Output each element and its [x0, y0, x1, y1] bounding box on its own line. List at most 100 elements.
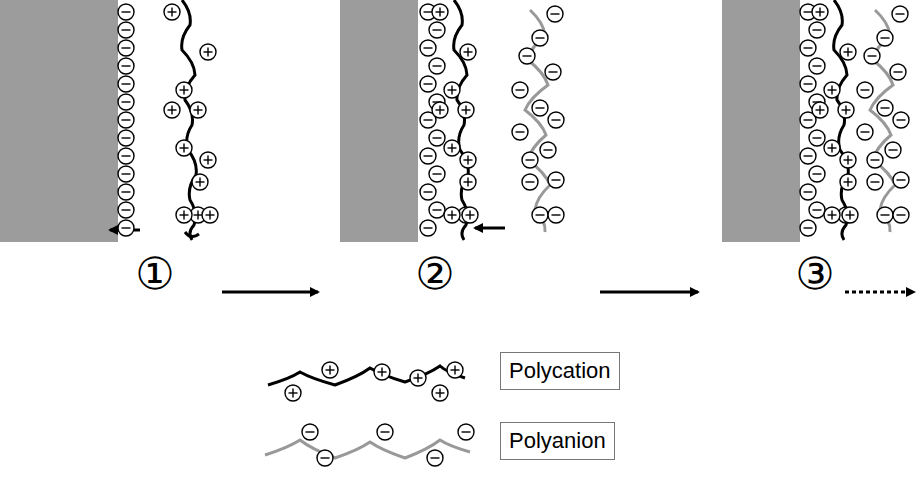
charge-sign — [306, 431, 315, 432]
legend-label: Polycation — [500, 352, 620, 390]
minus-charge — [118, 4, 134, 20]
charge-sign — [183, 86, 184, 95]
plus-charge — [190, 102, 206, 118]
charge-sign — [424, 155, 433, 156]
minus-charge — [458, 424, 474, 440]
charge-sign — [122, 191, 131, 192]
charge-sign — [439, 389, 440, 398]
charge-sign — [516, 131, 525, 132]
minus-charge — [429, 130, 445, 146]
minus-charge — [420, 220, 436, 236]
charge-sign — [861, 89, 870, 90]
plus-charge — [410, 370, 426, 386]
charge-sign — [819, 8, 820, 17]
minus-charge — [118, 130, 134, 146]
charge-sign — [804, 191, 813, 192]
polymer-chain — [454, 0, 469, 240]
charge-sign — [813, 65, 822, 66]
plus-charge — [200, 44, 216, 60]
minus-charge — [118, 184, 134, 200]
charge-sign — [381, 368, 382, 377]
plus-charge — [164, 4, 180, 20]
charge-sign — [292, 389, 293, 398]
charge-sign — [451, 211, 452, 220]
plus-charge — [447, 362, 463, 378]
minus-charge — [809, 202, 825, 218]
minus-charge — [118, 220, 134, 236]
minus-charge — [118, 76, 134, 92]
charge-sign — [122, 29, 131, 30]
charge-sign — [122, 173, 131, 174]
plus-charge — [444, 82, 460, 98]
charge-sign — [197, 211, 198, 220]
plus-charge — [842, 207, 858, 223]
charge-sign — [424, 47, 433, 48]
charge-sign — [536, 107, 545, 108]
substrate — [0, 0, 118, 242]
plus-charge — [432, 385, 448, 401]
plus-charge — [824, 82, 840, 98]
charge-sign — [544, 149, 553, 150]
charge-sign — [171, 106, 172, 115]
minus-charge — [118, 202, 134, 218]
charge-sign — [831, 144, 832, 153]
charge-sign — [122, 155, 131, 156]
plus-charge — [444, 207, 460, 223]
minus-charge — [893, 172, 909, 188]
charge-sign — [424, 119, 433, 120]
plus-charge — [374, 364, 390, 380]
charge-sign — [897, 179, 906, 180]
minus-charge — [885, 142, 901, 158]
charge-sign — [122, 11, 131, 12]
plus-charge — [840, 174, 856, 190]
minus-charge — [548, 207, 564, 223]
charge-sign — [849, 211, 850, 220]
charge-sign — [433, 65, 442, 66]
charge-sign — [122, 137, 131, 138]
charge-sign — [465, 106, 466, 115]
charge-sign — [897, 119, 906, 120]
charge-sign — [804, 119, 813, 120]
step-number: ② — [415, 252, 454, 296]
charge-sign — [451, 144, 452, 153]
step-number: ① — [135, 252, 174, 296]
charge-sign — [207, 156, 208, 165]
minus-charge — [420, 148, 436, 164]
charge-sign — [183, 144, 184, 153]
charge-sign — [523, 55, 532, 56]
step-number: ③ — [795, 252, 834, 296]
charge-sign — [847, 178, 848, 187]
plus-charge — [812, 102, 828, 118]
charge-sign — [467, 178, 468, 187]
minus-charge — [809, 130, 825, 146]
plus-charge — [838, 102, 854, 118]
charge-sign — [424, 191, 433, 192]
minus-charge — [547, 6, 563, 22]
minus-charge — [420, 184, 436, 200]
charge-sign — [417, 374, 418, 383]
minus-charge — [809, 58, 825, 74]
polymer-chain — [185, 232, 199, 237]
charge-sign — [424, 227, 433, 228]
minus-charge — [429, 58, 445, 74]
legend-label: Polyanion — [500, 422, 615, 460]
polymer-chain — [182, 0, 197, 240]
charge-sign — [861, 131, 870, 132]
charge-sign — [122, 65, 131, 66]
minus-charge — [532, 207, 548, 223]
minus-charge — [532, 30, 548, 46]
charge-sign — [552, 214, 561, 215]
charge-sign — [881, 107, 890, 108]
charge-sign — [868, 55, 877, 56]
charge-sign — [549, 71, 558, 72]
step-arrow — [222, 291, 318, 294]
charge-sign — [552, 119, 561, 120]
charge-sign — [871, 159, 880, 160]
minus-charge — [429, 202, 445, 218]
charge-sign — [207, 48, 208, 57]
plus-charge — [322, 362, 338, 378]
charge-sign — [845, 106, 846, 115]
minus-charge — [548, 172, 564, 188]
minus-charge — [302, 424, 318, 440]
charge-sign — [433, 173, 442, 174]
